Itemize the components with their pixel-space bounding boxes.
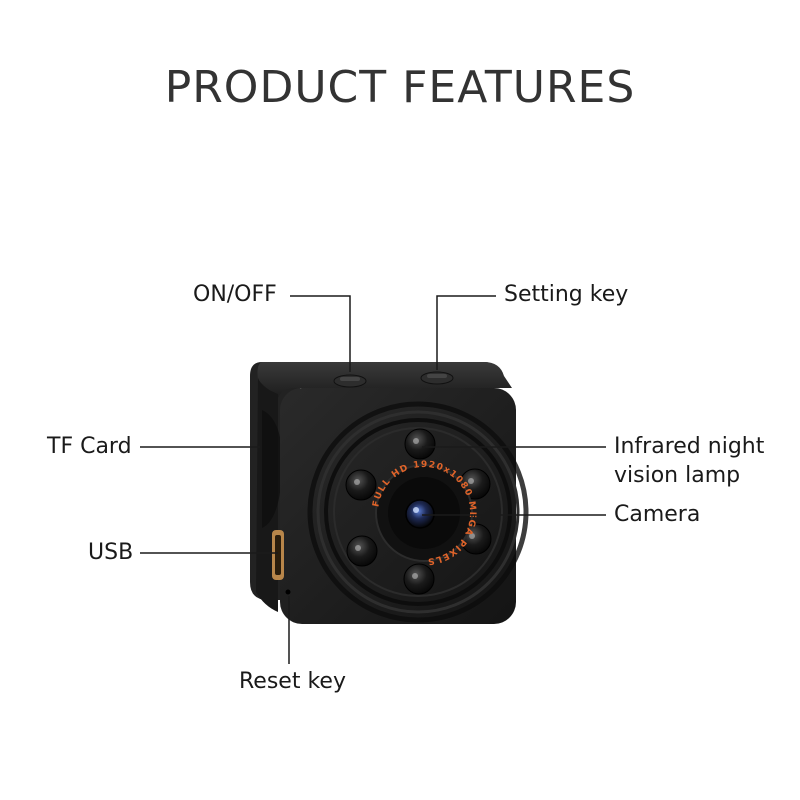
label-infrared-line1: Infrared night (614, 434, 765, 459)
label-tf-card: TF Card (47, 434, 132, 459)
label-setting-key: Setting key (504, 282, 629, 307)
label-usb: USB (88, 540, 134, 565)
label-on-off: ON/OFF (193, 282, 277, 307)
label-reset-key: Reset key (239, 669, 346, 694)
leader-on-off (290, 295, 351, 372)
reset-hole (285, 589, 291, 595)
usb-port (272, 530, 284, 580)
setting-button (420, 371, 454, 385)
leader-setting-key (436, 295, 496, 370)
label-infrared-line2: vision lamp (614, 463, 741, 488)
page-title: PRODUCT FEATURES (164, 62, 636, 113)
power-button (333, 374, 367, 388)
label-camera: Camera (614, 502, 701, 527)
camera-lens (405, 499, 435, 529)
